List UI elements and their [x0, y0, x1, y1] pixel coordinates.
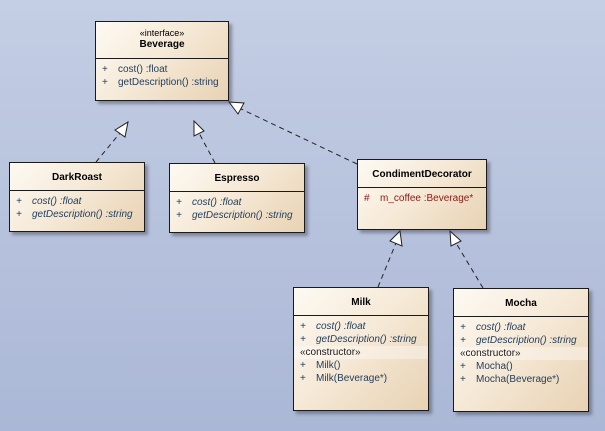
- operation-getdescription: getDescription() :string: [192, 210, 293, 221]
- class-condimentdecorator-attributes: # m_coffee :Beverage*: [358, 188, 486, 208]
- visibility-marker: +: [176, 210, 182, 221]
- operation-row: + cost() :float: [460, 321, 582, 334]
- constructor-beverage: Mocha(Beverage*): [476, 374, 560, 385]
- constructor-default: Mocha(): [476, 361, 513, 372]
- constructor-row: + Mocha(): [460, 360, 582, 373]
- class-beverage-name: Beverage: [139, 39, 185, 50]
- operation-row: + cost() :float: [16, 195, 138, 208]
- arrowhead-milk: [389, 229, 403, 247]
- class-espresso-name: Espresso: [214, 173, 260, 184]
- class-espresso[interactable]: Espresso + cost() :float + getDescription(…: [169, 163, 305, 233]
- operation-getdescription: getDescription() :string: [32, 209, 133, 220]
- constructor-stereotype: «constructor»: [294, 346, 428, 359]
- visibility-marker: +: [300, 334, 306, 345]
- class-beverage-header: «interface» Beverage: [96, 22, 228, 59]
- class-beverage-operations: + cost() :float + getDescription() :string: [96, 59, 228, 92]
- operation-cost: cost() :float: [192, 197, 242, 208]
- visibility-marker: +: [460, 361, 466, 372]
- operation-cost: cost() :float: [476, 322, 526, 333]
- class-darkroast[interactable]: DarkRoast + cost() :float + getDescription…: [9, 162, 145, 232]
- inheritance-mocha-condiment: [455, 242, 484, 289]
- class-darkroast-name: DarkRoast: [51, 172, 103, 183]
- operation-row: + cost() :float: [102, 63, 222, 76]
- operation-row: + getDescription() :string: [176, 209, 298, 222]
- visibility-marker: #: [364, 193, 370, 204]
- operation-cost: cost() :float: [316, 321, 366, 332]
- operation-cost: cost() :float: [118, 64, 168, 75]
- arrowhead-mocha: [449, 229, 462, 247]
- arrowhead-espresso: [193, 119, 205, 137]
- class-condimentdecorator-header: CondimentDecorator: [358, 160, 486, 188]
- class-mocha-header: Mocha: [454, 289, 588, 317]
- class-condimentdecorator-name: CondimentDecorator: [372, 169, 472, 180]
- operation-row: + cost() :float: [176, 196, 298, 209]
- arrowhead-darkroast: [114, 120, 129, 138]
- operation-row: + getDescription() :string: [300, 333, 422, 346]
- class-milk-name: Milk: [351, 297, 371, 308]
- visibility-marker: +: [300, 373, 306, 384]
- constructor-row: + Milk(): [300, 359, 422, 372]
- realization-espresso-beverage: [198, 132, 216, 164]
- inheritance-milk-condiment: [377, 242, 397, 288]
- class-mocha-operations: + cost() :float + getDescription() :string…: [454, 317, 588, 389]
- class-milk[interactable]: Milk + cost() :float + getDescription() :s…: [293, 287, 429, 411]
- attribute-row: # m_coffee :Beverage*: [364, 192, 480, 205]
- operation-cost: cost() :float: [32, 196, 82, 207]
- realization-condiment-beverage: [238, 107, 358, 165]
- visibility-marker: +: [300, 360, 306, 371]
- operation-getdescription: getDescription() :string: [316, 334, 417, 345]
- operation-getdescription: getDescription() :string: [118, 77, 219, 88]
- class-beverage-stereotype: «interface»: [139, 28, 185, 38]
- constructor-beverage: Milk(Beverage*): [316, 373, 388, 384]
- class-milk-operations: + cost() :float + getDescription() :string…: [294, 316, 428, 388]
- constructor-stereotype: «constructor»: [454, 347, 588, 360]
- class-mocha[interactable]: Mocha + cost() :float + getDescription() :…: [453, 288, 589, 412]
- class-espresso-header: Espresso: [170, 164, 304, 192]
- constructor-row: + Mocha(Beverage*): [460, 373, 582, 386]
- realization-darkroast-beverage: [95, 132, 121, 163]
- operation-getdescription: getDescription() :string: [476, 335, 577, 346]
- visibility-marker: +: [102, 64, 108, 75]
- operation-row: + getDescription() :string: [16, 208, 138, 221]
- visibility-marker: +: [460, 335, 466, 346]
- operation-row: + getDescription() :string: [460, 334, 582, 347]
- constructor-default: Milk(): [316, 360, 341, 371]
- class-darkroast-header: DarkRoast: [10, 163, 144, 191]
- attribute-m-coffee: m_coffee :Beverage*: [380, 193, 474, 204]
- visibility-marker: +: [460, 374, 466, 385]
- visibility-marker: +: [16, 209, 22, 220]
- visibility-marker: +: [102, 77, 108, 88]
- class-milk-header: Milk: [294, 288, 428, 316]
- visibility-marker: +: [16, 196, 22, 207]
- class-beverage[interactable]: «interface» Beverage + cost() :float + get…: [95, 21, 229, 101]
- visibility-marker: +: [300, 321, 306, 332]
- class-darkroast-operations: + cost() :float + getDescription() :string: [10, 191, 144, 224]
- class-mocha-name: Mocha: [505, 298, 537, 309]
- arrowhead-condiment: [227, 101, 245, 115]
- operation-row: + getDescription() :string: [102, 76, 222, 89]
- class-espresso-operations: + cost() :float + getDescription() :string: [170, 192, 304, 225]
- class-condimentdecorator[interactable]: CondimentDecorator # m_coffee :Beverage*: [357, 159, 487, 230]
- visibility-marker: +: [460, 322, 466, 333]
- visibility-marker: +: [176, 197, 182, 208]
- constructor-row: + Milk(Beverage*): [300, 372, 422, 385]
- operation-row: + cost() :float: [300, 320, 422, 333]
